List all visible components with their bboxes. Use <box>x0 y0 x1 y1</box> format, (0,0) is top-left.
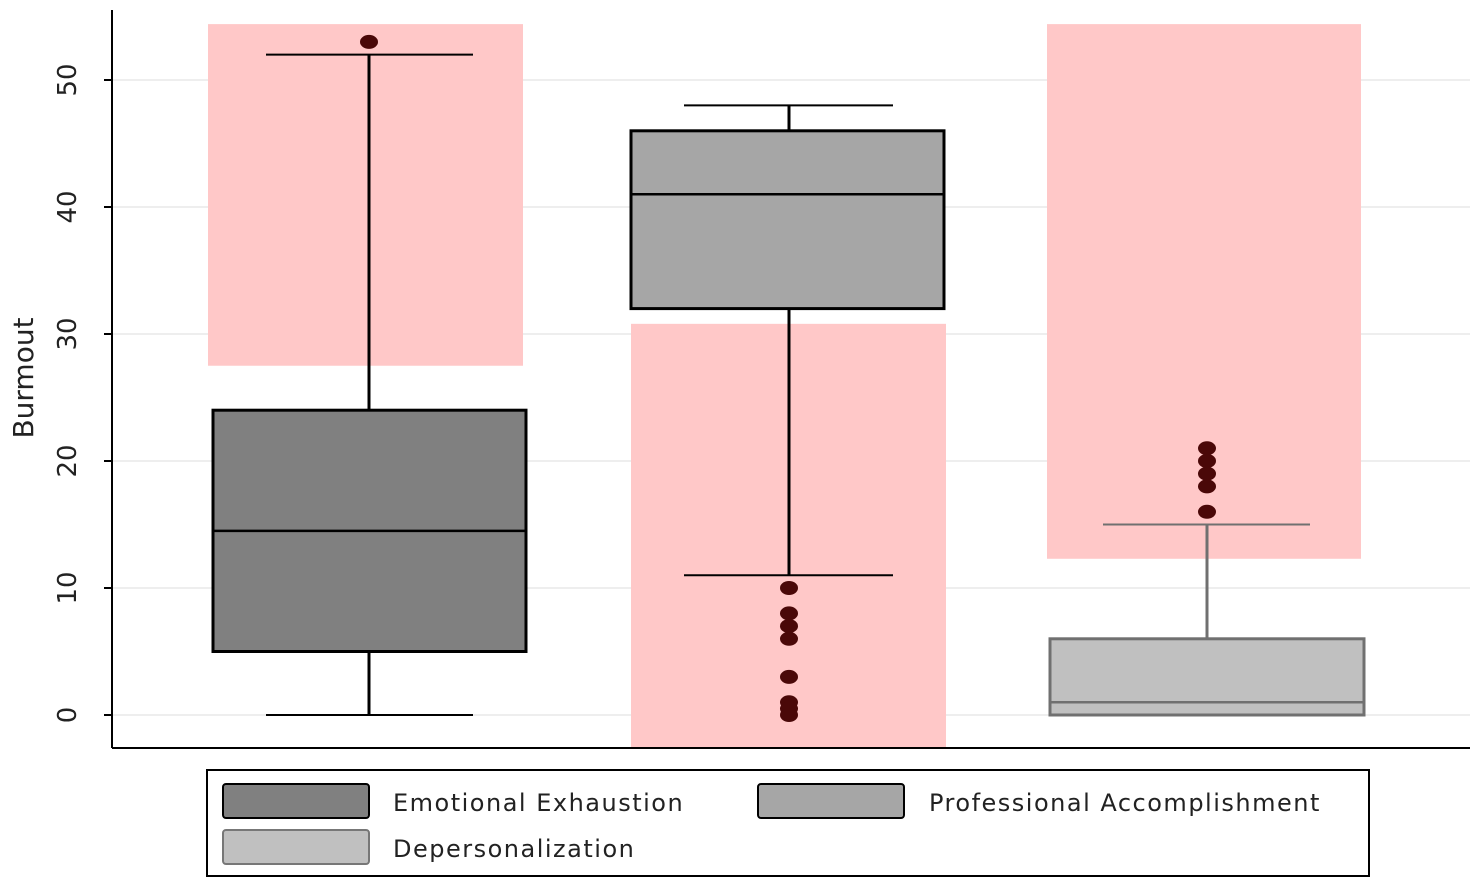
outlier-point-emotional-exhaustion-0 <box>360 34 378 49</box>
legend: Emotional Exhaustion Professional Accomp… <box>206 769 1370 877</box>
outlier-point-depersonalization-1 <box>1198 479 1216 494</box>
box-group-depersonalization <box>1048 441 1366 717</box>
reference-band-emotional-exhaustion <box>208 24 523 366</box>
box-group-professional-accomplishment <box>629 104 946 722</box>
y-ticks: 0 10 20 30 40 50 <box>53 63 112 723</box>
outlier-point-professional-accomplishment-3 <box>780 631 798 646</box>
legend-label-depersonalization: Depersonalization <box>393 835 635 863</box>
y-tick-label-10: 10 <box>53 571 83 604</box>
boxes <box>211 34 1366 722</box>
legend-swatch-emotional-exhaustion <box>222 783 370 819</box>
outlier-point-professional-accomplishment-4 <box>780 669 798 684</box>
box-group-emotional-exhaustion <box>211 34 528 716</box>
outlier-point-professional-accomplishment-1 <box>780 606 798 621</box>
outlier-point-depersonalization-3 <box>1198 454 1216 468</box>
legend-label-emotional-exhaustion: Emotional Exhaustion <box>393 789 684 817</box>
outlier-point-professional-accomplishment-0 <box>780 581 798 595</box>
y-tick-label-40: 40 <box>53 190 83 223</box>
y-tick-label-30: 30 <box>53 317 83 350</box>
box-depersonalization <box>1048 637 1366 717</box>
y-tick-label-0: 0 <box>53 707 83 724</box>
outlier-point-professional-accomplishment-7 <box>780 708 798 722</box>
legend-swatch-depersonalization <box>222 829 370 865</box>
y-tick-label-50: 50 <box>53 63 83 96</box>
legend-label-professional-accomplishment: Professional Accomplishment <box>929 789 1321 817</box>
y-axis-title: Burmout <box>7 317 40 438</box>
box-professional-accomplishment <box>629 129 946 311</box>
outlier-point-depersonalization-4 <box>1198 441 1216 456</box>
outlier-point-depersonalization-2 <box>1198 466 1216 481</box>
y-tick-label-20: 20 <box>53 444 83 477</box>
outlier-point-professional-accomplishment-2 <box>780 619 798 634</box>
outlier-point-depersonalization-0 <box>1198 504 1216 519</box>
axes <box>111 10 1470 749</box>
legend-swatch-professional-accomplishment <box>757 783 905 819</box>
